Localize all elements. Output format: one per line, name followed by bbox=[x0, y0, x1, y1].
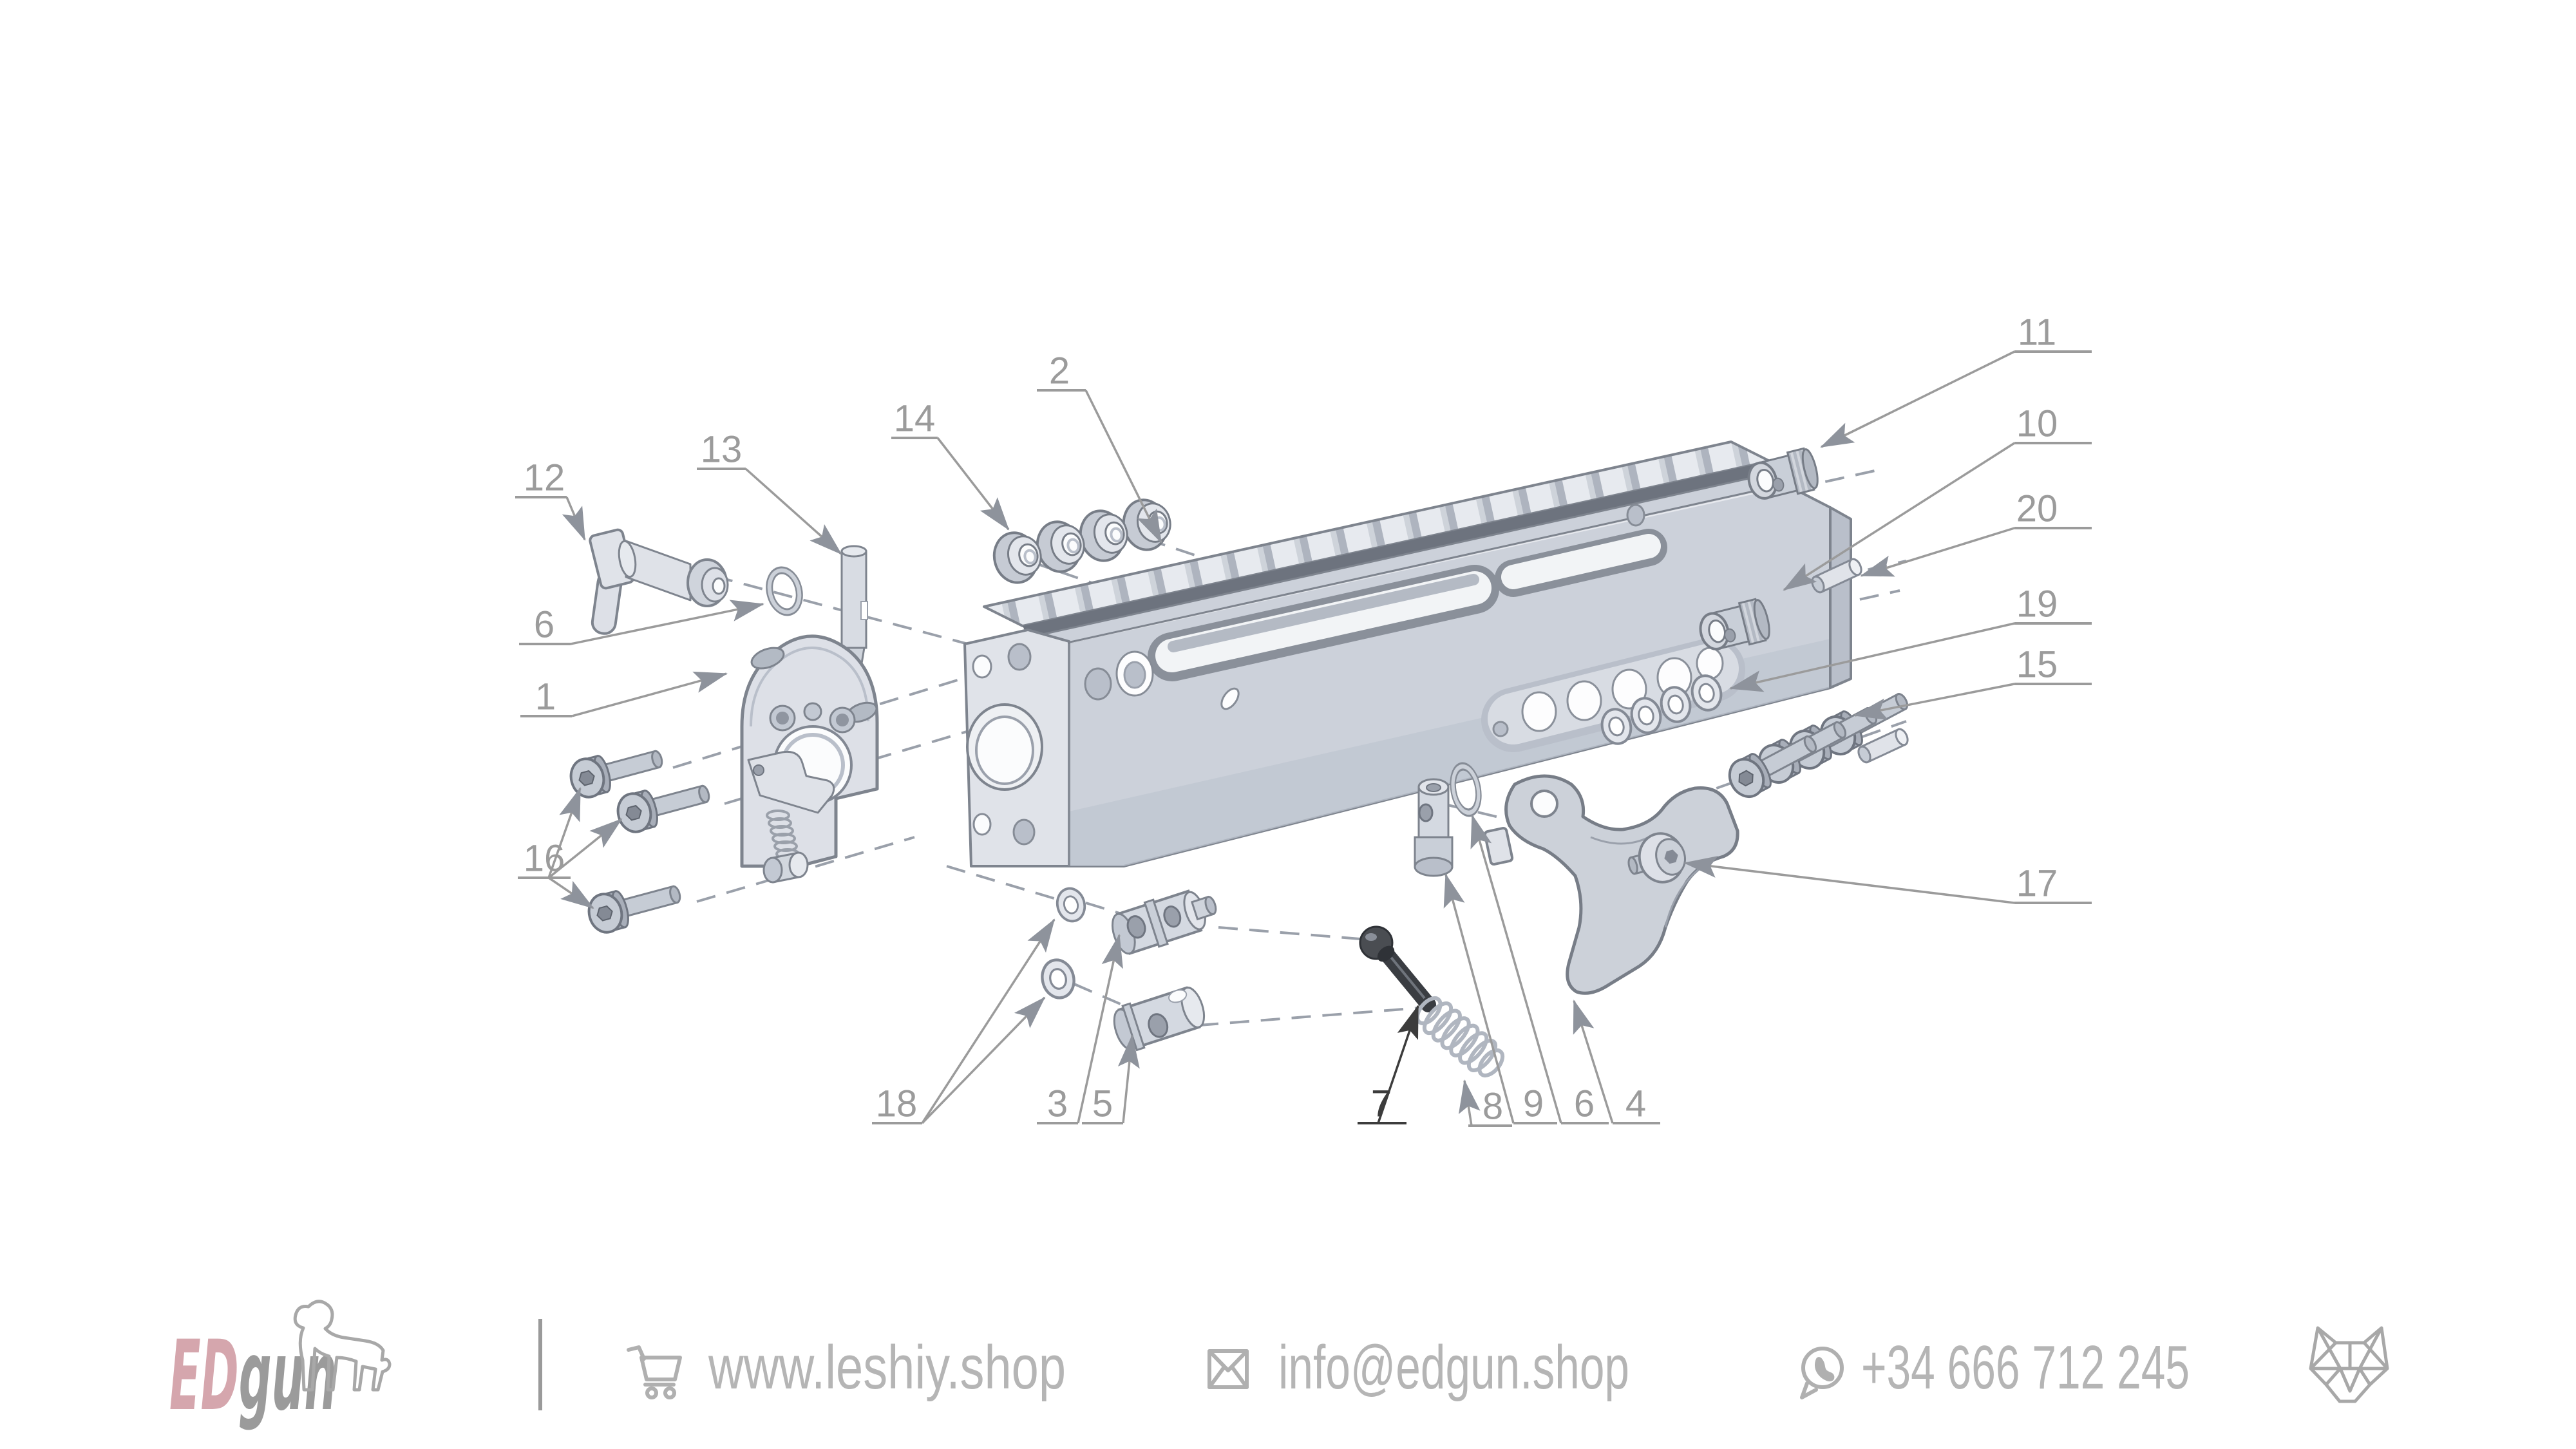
callout-3: 3 bbox=[1037, 934, 1123, 1125]
callout-6: 6 bbox=[519, 600, 764, 646]
svg-text:18: 18 bbox=[876, 1083, 918, 1125]
receiver-body bbox=[963, 440, 1852, 867]
callout-16: 16 bbox=[518, 787, 623, 909]
callout-5: 5 bbox=[1082, 1034, 1140, 1125]
svg-text:19: 19 bbox=[2016, 583, 2058, 625]
fox-head-icon bbox=[2309, 1326, 2389, 1403]
callout-4: 4 bbox=[1573, 999, 1660, 1125]
svg-text:9: 9 bbox=[1523, 1083, 1544, 1125]
footer-link-shop[interactable]: www.leshiy.shop bbox=[627, 1333, 1066, 1402]
callout-14: 14 bbox=[891, 398, 1010, 531]
part-9-valve bbox=[1414, 778, 1454, 877]
svg-text:15: 15 bbox=[2016, 644, 2058, 686]
callout-7: 7 bbox=[1358, 1005, 1419, 1125]
svg-text:5: 5 bbox=[1092, 1083, 1113, 1125]
callout-2: 2 bbox=[1037, 350, 1162, 544]
receiver-front-face bbox=[963, 629, 1070, 867]
part-7-ball-pin bbox=[1359, 925, 1436, 1012]
callout-13: 13 bbox=[697, 429, 842, 555]
svg-text:11: 11 bbox=[2018, 312, 2056, 354]
cart-icon bbox=[627, 1345, 682, 1399]
svg-text:16: 16 bbox=[524, 838, 565, 880]
callout-1: 1 bbox=[520, 671, 728, 718]
svg-text:13: 13 bbox=[701, 429, 743, 471]
part-17-button-screw bbox=[1627, 832, 1686, 884]
svg-text:6: 6 bbox=[534, 604, 554, 646]
svg-text:14: 14 bbox=[894, 398, 936, 440]
picatinny-rail bbox=[983, 440, 1786, 650]
footer: EDgun www.leshiy.shop info@edgun.s bbox=[169, 1300, 2389, 1432]
svg-text:12: 12 bbox=[524, 457, 565, 499]
svg-text:7: 7 bbox=[1371, 1083, 1392, 1125]
svg-text:2: 2 bbox=[1049, 350, 1070, 392]
svg-text:20: 20 bbox=[2016, 488, 2058, 530]
receiver-slots bbox=[1148, 529, 1667, 681]
callout-12: 12 bbox=[515, 457, 586, 541]
callout-6: 6 bbox=[1470, 814, 1609, 1125]
callout-9: 9 bbox=[1443, 873, 1557, 1125]
part-1-clamp bbox=[740, 634, 879, 884]
receiver-side-holes bbox=[1084, 504, 1745, 752]
envelope-icon bbox=[1208, 1349, 1249, 1389]
callout-17: 17 bbox=[1683, 856, 2092, 905]
callout-18: 18 bbox=[872, 918, 1056, 1125]
svg-text:10: 10 bbox=[2016, 403, 2058, 445]
phone-number[interactable]: +34 666 712 245 bbox=[1861, 1333, 2190, 1402]
callout-8: 8 bbox=[1458, 1079, 1512, 1128]
footer-link-email[interactable]: info@edgun.shop bbox=[1208, 1333, 1629, 1402]
dog-silhouette-icon bbox=[293, 1300, 392, 1392]
edgun-logo-text: EDgun bbox=[169, 1320, 337, 1432]
callout-15: 15 bbox=[1853, 644, 2092, 720]
part-3-cylinder bbox=[1111, 889, 1217, 955]
svg-text:3: 3 bbox=[1047, 1083, 1068, 1125]
callout-10: 10 bbox=[1783, 403, 2092, 591]
part-12-side-lever bbox=[589, 528, 729, 635]
footer-link-phone[interactable]: +34 666 712 245 bbox=[1800, 1333, 2190, 1402]
svg-text:8: 8 bbox=[1482, 1086, 1503, 1128]
callout-20: 20 bbox=[1860, 488, 2092, 577]
svg-text:6: 6 bbox=[1574, 1083, 1595, 1125]
part-5-cylinder bbox=[1113, 986, 1206, 1052]
email-address[interactable]: info@edgun.shop bbox=[1278, 1333, 1629, 1402]
clamp-catch-assembly bbox=[747, 750, 835, 884]
svg-text:4: 4 bbox=[1625, 1083, 1646, 1125]
callout-19: 19 bbox=[1729, 583, 2092, 692]
whatsapp-icon bbox=[1800, 1347, 1844, 1399]
svg-text:1: 1 bbox=[535, 676, 556, 718]
svg-text:17: 17 bbox=[2016, 863, 2058, 905]
part-4-lever bbox=[1483, 774, 1739, 995]
shop-url[interactable]: www.leshiy.shop bbox=[708, 1333, 1066, 1402]
edgun-logo[interactable]: EDgun bbox=[169, 1300, 392, 1432]
callout-11: 11 bbox=[1820, 312, 2092, 448]
part-6-oring-left bbox=[762, 564, 806, 618]
